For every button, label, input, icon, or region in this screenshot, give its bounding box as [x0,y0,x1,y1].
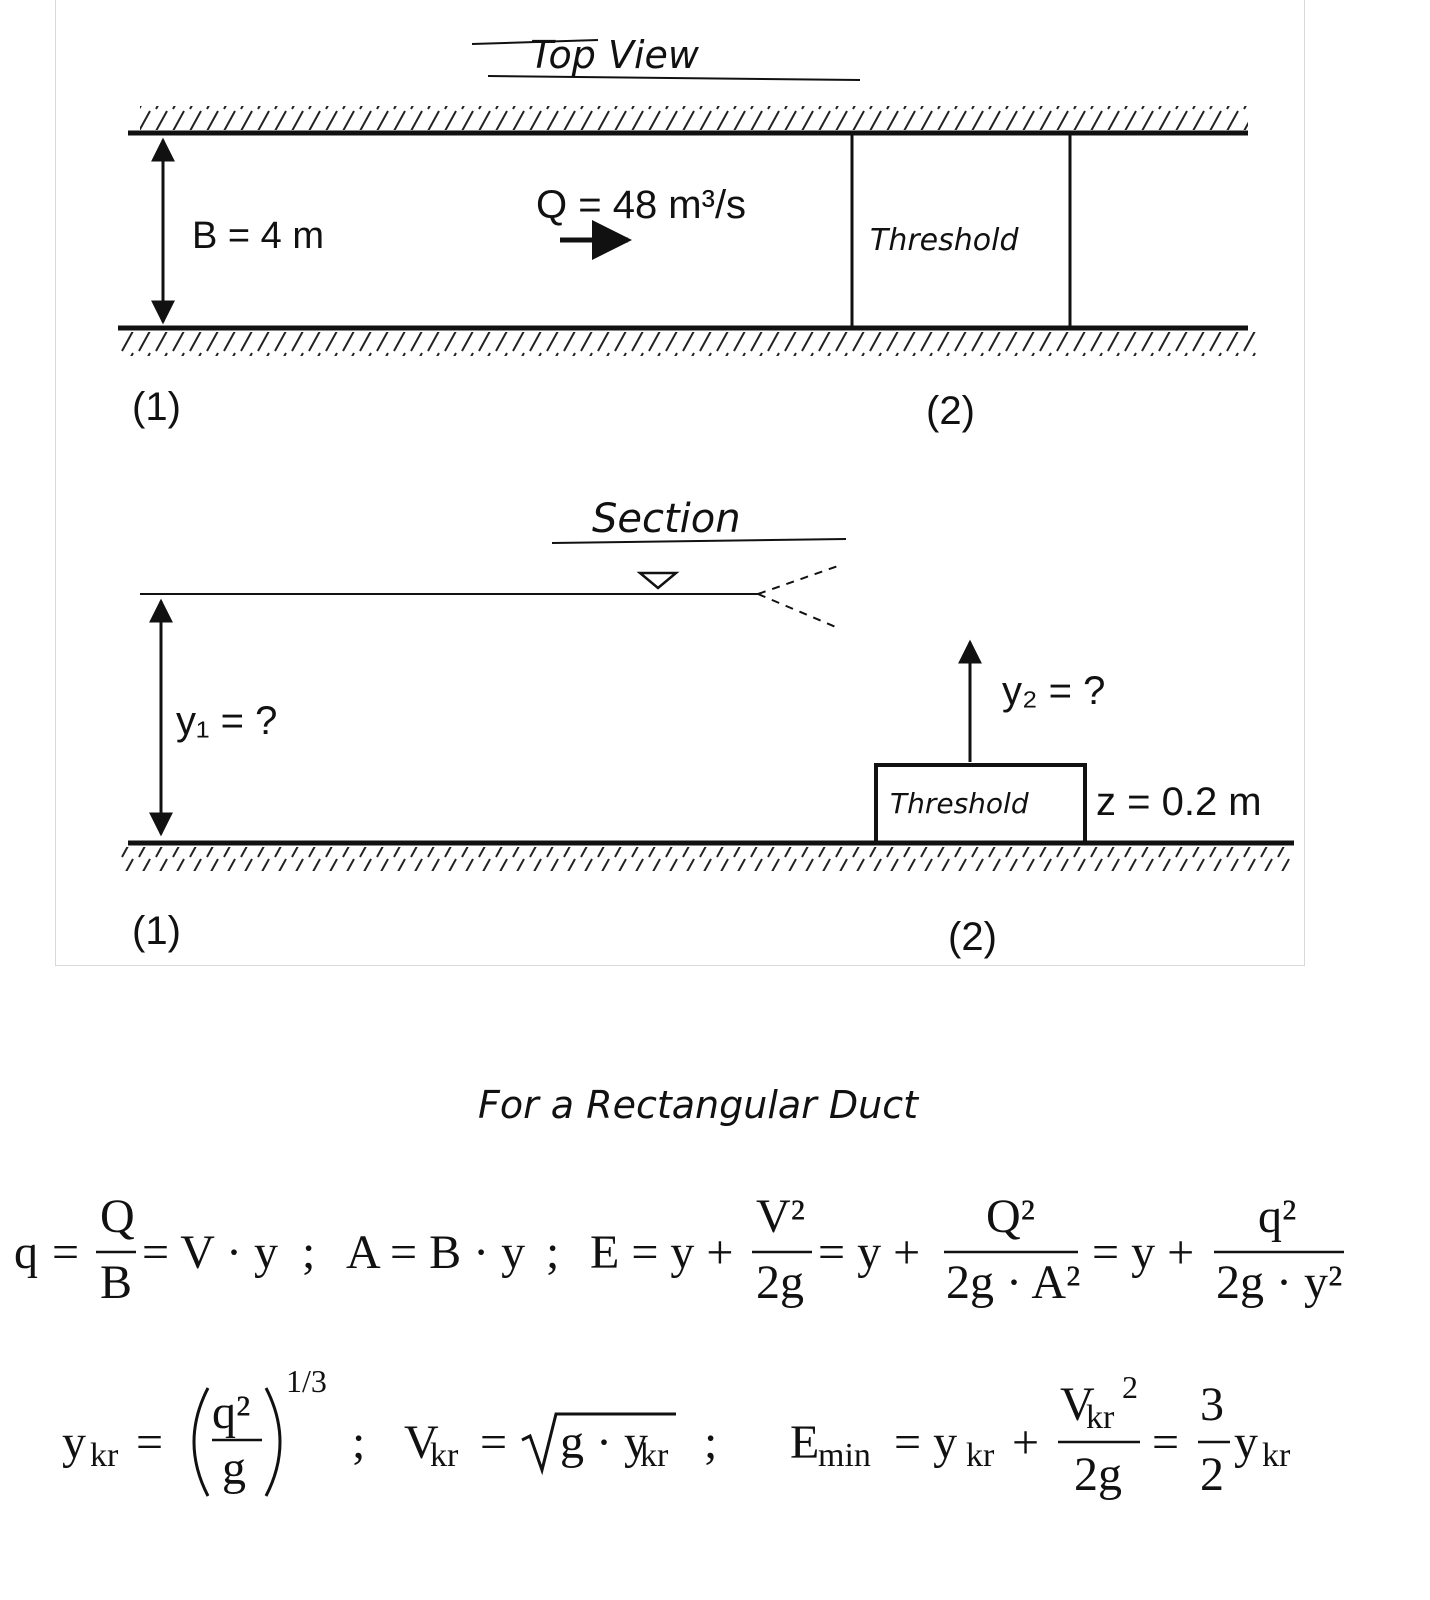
vkr-symbol: V [404,1416,439,1469]
threshold-block [874,763,1087,843]
emin-subscript: min [818,1437,871,1474]
threshold-label-top: Threshold [870,223,1019,258]
threshold-label-section: Threshold [890,787,1029,820]
formula-heading: For a Rectangular Duct [478,1083,920,1127]
vkr-num-subscript: kr [1086,1399,1115,1436]
frac-q2-num: q² [1258,1190,1296,1243]
eq-sign-4: = [1152,1416,1179,1469]
formula-line-1: q = Q B = V · y ; A = B · y ; E = y + V²… [14,1190,1344,1309]
section-1-label: (1) [132,909,181,953]
width-label: B = 4 m [192,215,324,257]
top-view: Top View B = 4 m Q = 48 m³/s Threshold (… [118,33,1258,433]
frac-two: 2 [1200,1448,1224,1501]
frac-B-den: B [100,1256,132,1309]
frac-Q-num: Q [100,1190,135,1243]
eq-y-plus-2: = y + [1092,1226,1194,1279]
section-2-label: (2) [948,915,997,959]
title-underline [487,75,861,81]
frac-2gy2-den: 2g · y² [1216,1256,1342,1309]
vkr-num: V [1060,1378,1095,1431]
left-paren [192,1387,210,1497]
figure-frame [55,0,1305,966]
formula-line-2: y kr = q² g 1/3 ; V kr = g · y kr ; E mi… [62,1363,1291,1501]
energy-lhs: E = y + [590,1226,733,1279]
title-overline [471,39,599,45]
emin-symbol: E [790,1416,819,1469]
section-2-label-top: (2) [926,389,975,433]
section-1-label-top: (1) [132,385,181,429]
sqrt-subscript: kr [640,1437,669,1474]
sqrt-content: g · y [560,1416,648,1469]
frac-g-den: g [222,1442,246,1495]
frac-2g-den: 2g [756,1256,804,1309]
upper-wall-hatch [140,106,1248,130]
velocity-depth: = V · y [142,1226,278,1279]
vkr-subscript: kr [430,1437,459,1474]
eq-sign-3: = [480,1416,507,1469]
ykr-subscript: kr [90,1437,119,1474]
step-height-label: z = 0.2 m [1096,780,1262,824]
eq-sign: = [52,1226,79,1279]
eq-sign-2: = [136,1416,163,1469]
sqrt-sign [521,1412,676,1476]
separator-3: ; [352,1416,365,1469]
lower-wall-hatch [118,332,1258,356]
vkr-num-superscript: 2 [1122,1369,1138,1405]
q-symbol: q [14,1226,38,1279]
water-surface-symbol [636,571,680,590]
area-formula: A = B · y [346,1226,525,1279]
ykr-end-subscript: kr [1262,1437,1291,1474]
section-view-title: Section [592,496,741,542]
formulas: For a Rectangular Duct q = Q B = V · y ;… [14,1083,1344,1501]
frac-2gA2-den: 2g · A² [946,1256,1080,1309]
depth-1-label: y₁ = ? [176,699,277,743]
separator-4: ; [704,1416,717,1469]
water-surface-dashed-up [757,565,839,595]
frac-three: 3 [1200,1378,1224,1431]
water-surface-dashed-down [757,593,839,629]
frac-V2-num: V² [756,1190,805,1243]
separator-2: ; [546,1226,559,1279]
separator-1: ; [302,1226,315,1279]
ykr-subscript-2: kr [966,1437,995,1474]
frac-q2-num-2: q² [212,1386,250,1439]
depth-2-label: y₂ = ? [1002,669,1105,713]
frac-2g-den-2: 2g [1074,1448,1122,1501]
exponent-one-third: 1/3 [286,1363,327,1399]
right-paren [264,1387,282,1497]
eq-ykr: = y [894,1416,957,1469]
ykr-end: y [1234,1416,1258,1469]
flow-label: Q = 48 m³/s [536,183,746,227]
top-view-title: Top View [530,33,700,77]
channel-bed-hatch [120,847,1290,871]
frac-Q2-num: Q² [986,1190,1035,1243]
section-title-underline [551,538,847,544]
ykr-symbol: y [62,1416,86,1469]
eq-y-plus-1: = y + [818,1226,920,1279]
section-view: Section y₁ = ? Threshold z = 0.2 m y₂ = … [120,496,1294,959]
plus-sign: + [1012,1416,1039,1469]
